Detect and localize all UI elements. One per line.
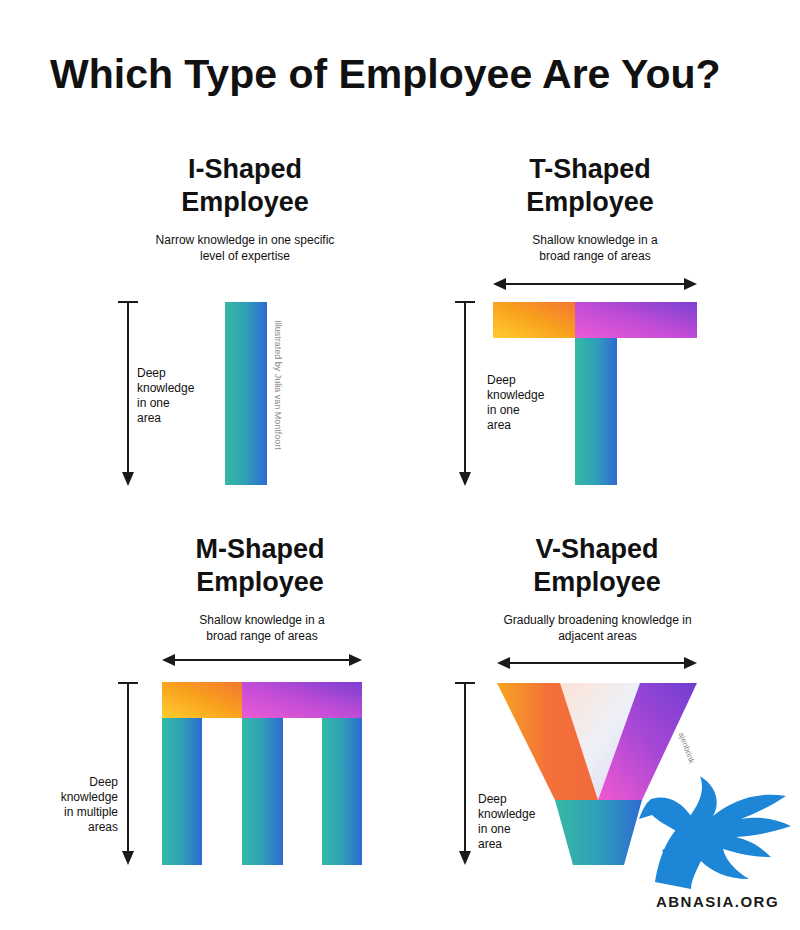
breadth-arrow: [497, 657, 697, 669]
shape-heading: I-Shaped Employee: [135, 153, 355, 219]
depth-label: Deep knowledge in one area: [478, 792, 537, 852]
logo-text: ABNASIA.ORG: [640, 893, 795, 911]
label-slot: Shallow knowledge in a broad range of ar…: [187, 612, 337, 644]
t-crossbar-left: [493, 302, 575, 338]
label-slot: M-Shaped Employee: [150, 533, 370, 599]
v-left-arm: [497, 683, 598, 800]
label-slot: Deep knowledge in one area: [478, 792, 537, 852]
label-slot: ABNASIA.ORG: [640, 893, 795, 911]
label-slot: Deep knowledge in one area: [137, 366, 196, 426]
t-crossbar-right: [575, 302, 697, 338]
label-slot: Shallow knowledge in a broad range of ar…: [520, 232, 670, 264]
shape-heading: T-Shaped Employee: [480, 153, 700, 219]
label-slot: T-Shaped Employee: [480, 153, 700, 219]
m-crossbar-left: [162, 682, 242, 718]
shape-heading: M-Shaped Employee: [150, 533, 370, 599]
m-leg: [242, 718, 283, 865]
label-slot: I-Shaped Employee: [135, 153, 355, 219]
scope-caption: Gradually broadening knowledge in adjace…: [500, 612, 695, 644]
m-leg: [162, 718, 202, 865]
credit-watermark: Illustrated by Julia van Montfoort: [272, 298, 284, 473]
shape-heading: V-Shaped Employee: [487, 533, 707, 599]
m-leg: [322, 718, 362, 865]
label-slot: ajenbrink: [673, 725, 698, 772]
page-title: Which Type of Employee Are You?: [50, 50, 790, 98]
depth-label: Deep knowledge in one area: [137, 366, 196, 426]
label-slot: Deep knowledge in one area: [487, 373, 546, 433]
label-slot: Gradually broadening knowledge in adjace…: [500, 612, 695, 644]
depth-arrow: [118, 302, 138, 486]
v-base: [555, 800, 642, 865]
depth-label: Deep knowledge in one area: [487, 373, 546, 433]
griffin-logo: [639, 776, 791, 889]
depth-label: Deep knowledge in multiple areas: [48, 775, 118, 835]
scope-caption: Shallow knowledge in a broad range of ar…: [520, 232, 670, 264]
t-stem: [575, 338, 617, 485]
depth-arrow: [455, 683, 475, 865]
scope-caption: Shallow knowledge in a broad range of ar…: [187, 612, 337, 644]
label-slot: V-Shaped Employee: [487, 533, 707, 599]
m-crossbar-right: [242, 682, 362, 718]
credit-watermark: ajenbrink: [673, 725, 698, 772]
label-slot: Which Type of Employee Are You?: [50, 50, 790, 98]
label-slot: Illustrated by Julia van Montfoort: [272, 298, 284, 473]
breadth-arrow: [162, 654, 362, 666]
breadth-arrow: [493, 278, 697, 290]
label-slot: Narrow knowledge in one specific level o…: [155, 232, 335, 264]
i-bar: [225, 302, 267, 485]
depth-arrow: [455, 302, 475, 486]
depth-arrow: [118, 683, 138, 865]
scope-caption: Narrow knowledge in one specific level o…: [155, 232, 335, 264]
label-slot: Deep knowledge in multiple areas: [48, 775, 118, 835]
